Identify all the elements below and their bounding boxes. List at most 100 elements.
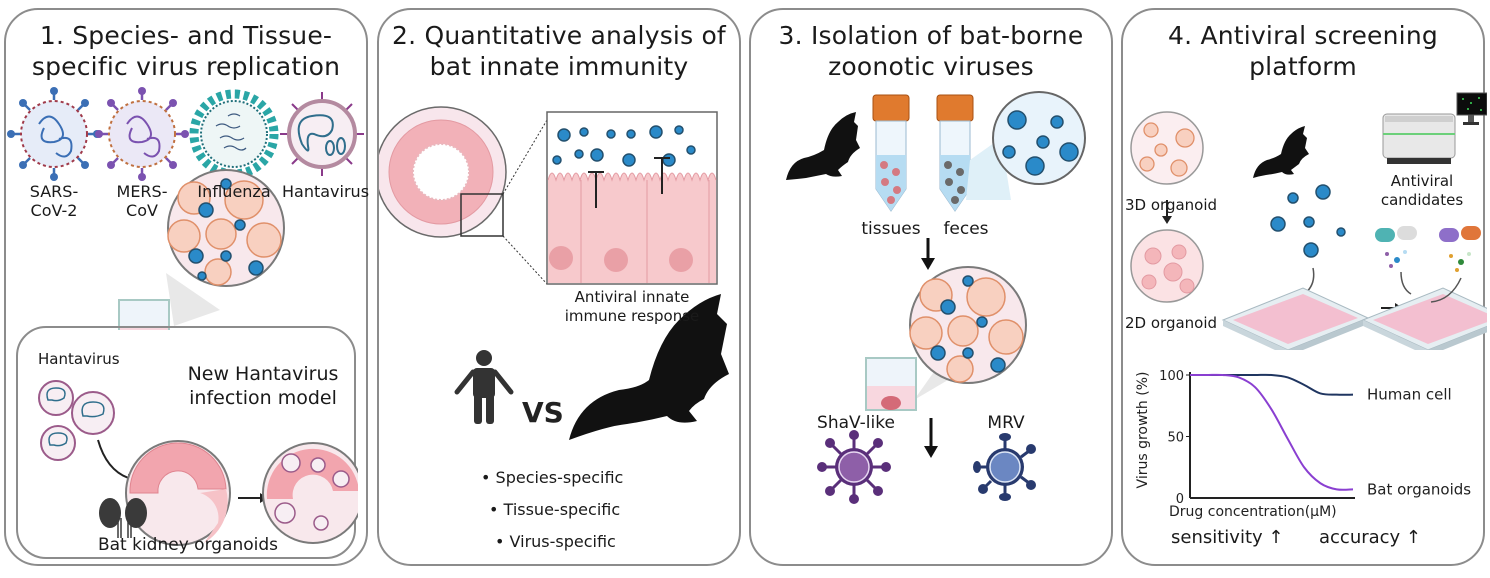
hantavirus-infection-model-subpanel: Hantavirus New Hantavirus infection mode… (16, 326, 358, 559)
bullet-text: Species-specific (495, 468, 624, 487)
virus-label-influenza: Influenza (197, 182, 271, 201)
panel-bat-innate-immunity: 2. Quantitative analysis of bat innate i… (377, 8, 741, 566)
virus-illustrations (7, 87, 364, 330)
panel-title: 4. Antiviral screening platform (1123, 20, 1483, 82)
series-line-bat-organoids (1190, 373, 1354, 491)
sars-cov-2-virus-icon (7, 87, 101, 181)
mrv-virus-icon (973, 433, 1036, 501)
antiviral-innate-caption: Antiviral innate immune response (547, 288, 717, 326)
panel-zoonotic-virus-isolation: 3. Isolation of bat-borne zoonotic virus… (749, 8, 1113, 566)
2d-organoid-label: 2D organoid (1125, 314, 1218, 332)
virus-isolation-illustration (786, 91, 1086, 504)
hantavirus-particle-icon (38, 380, 115, 461)
virus-label-hantavirus: Hantavirus (282, 182, 370, 201)
virus-label-line1: SARS- (29, 182, 79, 201)
candidates-line1: Antiviral (1390, 172, 1454, 190)
y-axis-label: Virus growth (%) (1135, 372, 1151, 489)
bullet-text: Virus-specific (509, 532, 616, 551)
bat-silhouette-icon (1253, 126, 1309, 178)
treated-well-plate-icon (1361, 287, 1487, 350)
hantavirus-icon (280, 92, 364, 176)
subpanel-title-line2: infection model (189, 387, 337, 409)
high-content-imager-icon (1382, 113, 1456, 164)
panel-title-line1: 3. Isolation of bat-borne (778, 21, 1084, 50)
inhibition-icon (588, 157, 670, 208)
accuracy-label: accuracy ↑ (1319, 527, 1422, 548)
shav-like-virus-icon (817, 430, 891, 504)
panel-title: 1. Species- and Tissue- specific virus r… (6, 20, 366, 82)
virus-particles-icon (1270, 184, 1346, 258)
3d-organoid-label: 3D organoid (1125, 196, 1218, 214)
bat-silhouette-icon (569, 294, 729, 440)
bullet-item: • Virus-specific (495, 532, 616, 551)
virus-particles-magnified-icon (992, 91, 1086, 185)
virus-label-line1: MERS- (116, 182, 168, 201)
feces-sample-tube-icon (936, 94, 974, 212)
infected-organoid-magnified-icon (167, 169, 285, 287)
virus-label-line2: CoV (126, 201, 158, 220)
panel-title-line2: specific virus replication (31, 52, 341, 81)
influenza-virus-icon (189, 89, 279, 179)
panel-title-line1: 4. Antiviral screening (1168, 21, 1438, 50)
virus-label-mers-cov: MERS- CoV (104, 182, 180, 220)
virus-label-line2: CoV-2 (30, 201, 78, 220)
kidney-organoid-icon (125, 440, 231, 546)
organoid-culture-well-icon (118, 299, 170, 330)
3d-organoid-icon (1130, 111, 1204, 185)
mrv-label: MRV (987, 413, 1025, 433)
versus-label: VS (522, 396, 564, 429)
human-icon (454, 350, 514, 424)
sensitivity-label: sensitivity ↑ (1171, 527, 1284, 548)
panel-title-line2: zoonotic viruses (828, 52, 1034, 81)
subpanel-title-line1: New Hantavirus (187, 363, 339, 385)
y-tick-label: 0 (1176, 492, 1184, 507)
candidates-line2: candidates (1380, 191, 1464, 209)
caption-line1: Antiviral innate (574, 288, 690, 306)
y-tick-label: 50 (1167, 431, 1184, 446)
hantavirus-infection-illustration (38, 380, 358, 546)
innate-immunity-illustration (379, 106, 729, 440)
drug-capsules-icon (1375, 226, 1481, 242)
panel-title: 3. Isolation of bat-borne zoonotic virus… (751, 20, 1111, 82)
bullet-item: • Species-specific (481, 468, 624, 487)
panel-species-tissue-replication: 1. Species- and Tissue- specific virus r… (4, 8, 370, 566)
series-line-human-cell (1190, 373, 1354, 396)
panel-title-line2: platform (1249, 52, 1357, 81)
panel-title-line2: bat innate immunity (429, 52, 689, 81)
antiviral-candidates-label: Antiviral candidates (1367, 172, 1477, 210)
tissues-label: tissues (861, 219, 921, 239)
virus-label-sars-cov-2: SARS- CoV-2 (14, 182, 94, 220)
caption-line2: immune response (564, 307, 700, 325)
zoom-box (460, 193, 504, 237)
bullet-item: • Tissue-specific (489, 500, 621, 519)
tissue-sample-tube-icon (872, 94, 910, 212)
panel-title-line1: 2. Quantitative analysis of (392, 21, 726, 50)
feces-label: feces (943, 219, 989, 239)
bat-silhouette-icon (786, 112, 860, 180)
2d-organoid-icon (1130, 229, 1204, 303)
mers-cov-virus-icon (95, 87, 189, 181)
bat-kidney-organoids-caption: Bat kidney organoids (97, 535, 279, 555)
infected-organoid-magnified-icon (909, 266, 1027, 384)
screening-platform-illustration (1130, 92, 1487, 350)
infected-kidney-organoid-icon (262, 442, 358, 544)
kidney-icon (99, 498, 147, 528)
subpanel-title: New Hantavirus infection model (178, 362, 348, 410)
drug-particles-icon (1385, 250, 1471, 272)
panel-title-line1: 1. Species- and Tissue- (39, 21, 333, 50)
series-label-human-cell: Human cell (1367, 386, 1452, 404)
organoid-cross-section-icon (379, 106, 507, 238)
monitor-icon (1456, 92, 1487, 125)
organoid-culture-well-icon (865, 357, 917, 411)
shav-like-label: ShaV-like (817, 413, 895, 433)
epithelium-magnified-icon (546, 111, 718, 285)
panel-title: 2. Quantitative analysis of bat innate i… (379, 20, 739, 82)
bullet-text: Tissue-specific (503, 500, 621, 519)
hantavirus-label: Hantavirus (38, 350, 120, 368)
x-axis-label: Drug concentration(μM) (1169, 504, 1337, 520)
panel-antiviral-screening: 4. Antiviral screening platform (1121, 8, 1487, 566)
zoom-cone (166, 273, 220, 326)
y-tick-label: 100 (1159, 369, 1184, 384)
series-label-bat-organoids: Bat organoids (1367, 480, 1471, 498)
